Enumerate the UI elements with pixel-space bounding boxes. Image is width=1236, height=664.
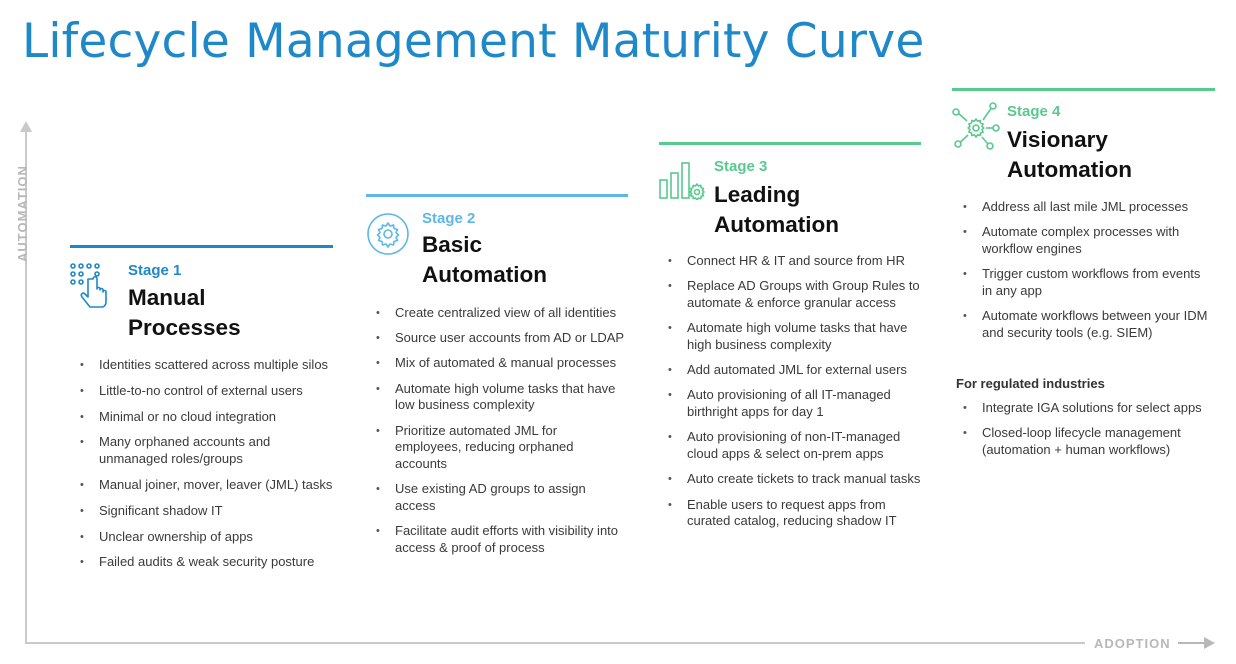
stage-4-regulated-list: Integrate IGA solutions for select apps … bbox=[963, 400, 1214, 467]
list-item: Connect HR & IT and source from HR bbox=[668, 253, 921, 270]
stage-2-number: Stage 2 bbox=[422, 210, 476, 227]
y-axis-label: AUTOMATION bbox=[15, 165, 30, 262]
gear-circle-icon bbox=[366, 212, 410, 261]
gear-network-icon bbox=[952, 102, 1000, 155]
list-item: Trigger custom workflows from events in … bbox=[963, 266, 1214, 300]
bar-chart-gear-icon bbox=[659, 160, 707, 205]
regulated-industries-heading: For regulated industries bbox=[956, 376, 1105, 391]
stage-3-card: Stage 3 Leading Automation Connect HR & … bbox=[659, 142, 921, 592]
stage-3-bar bbox=[659, 142, 921, 145]
list-item: Create centralized view of all identitie… bbox=[376, 305, 627, 322]
x-axis-line bbox=[25, 642, 1085, 644]
list-item: Auto provisioning of non-IT-managed clou… bbox=[668, 429, 921, 463]
stage-2-list: Create centralized view of all identitie… bbox=[376, 305, 627, 565]
list-item: Minimal or no cloud integration bbox=[80, 409, 333, 426]
stage-3-name: Leading Automation bbox=[714, 180, 839, 240]
stage-2-name: Basic Automation bbox=[422, 230, 547, 290]
stage-4-name: Visionary Automation bbox=[1007, 125, 1132, 185]
list-item: Significant shadow IT bbox=[80, 503, 333, 520]
stage-2-name-line1: Basic bbox=[422, 232, 483, 257]
stage-2-bar bbox=[366, 194, 628, 197]
list-item: Mix of automated & manual processes bbox=[376, 355, 627, 372]
y-axis-line bbox=[25, 130, 27, 643]
list-item: Automate workflows between your IDM and … bbox=[963, 308, 1214, 342]
list-item: Little-to-no control of external users bbox=[80, 383, 333, 400]
stage-1-card: Stage 1 Manual Processes Identities scat… bbox=[70, 245, 333, 615]
list-item: Many orphaned accounts and unmanaged rol… bbox=[80, 434, 333, 468]
list-item: Source user accounts from AD or LDAP bbox=[376, 330, 627, 347]
list-item: Prioritize automated JML for employees, … bbox=[376, 423, 627, 473]
list-item: Address all last mile JML processes bbox=[963, 199, 1214, 216]
stage-3-number: Stage 3 bbox=[714, 158, 768, 175]
x-axis-arrow-icon bbox=[1204, 637, 1215, 649]
stage-4-number: Stage 4 bbox=[1007, 103, 1061, 120]
list-item: Integrate IGA solutions for select apps bbox=[963, 400, 1214, 417]
list-item: Manual joiner, mover, leaver (JML) tasks bbox=[80, 477, 333, 494]
list-item: Closed-loop lifecycle management (automa… bbox=[963, 425, 1214, 459]
stage-4-name-line2: Automation bbox=[1007, 157, 1132, 182]
stage-4-list: Address all last mile JML processes Auto… bbox=[963, 199, 1214, 350]
stage-1-bar bbox=[70, 245, 333, 248]
list-item: Replace AD Groups with Group Rules to au… bbox=[668, 278, 921, 312]
stage-4-card: Stage 4 Visionary Automation Address all… bbox=[952, 88, 1215, 488]
stage-2-name-line2: Automation bbox=[422, 262, 547, 287]
x-axis-label: ADOPTION bbox=[1094, 636, 1171, 651]
stage-1-list: Identities scattered across multiple sil… bbox=[80, 357, 333, 580]
stage-4-name-line1: Visionary bbox=[1007, 127, 1108, 152]
list-item: Auto create tickets to track manual task… bbox=[668, 471, 921, 488]
list-item: Use existing AD groups to assign access bbox=[376, 481, 627, 515]
stage-1-name: Manual Processes bbox=[128, 283, 241, 343]
list-item: Automate complex processes with workflow… bbox=[963, 224, 1214, 258]
list-item: Facilitate audit efforts with visibility… bbox=[376, 523, 627, 557]
stage-3-name-line2: Automation bbox=[714, 212, 839, 237]
stage-1-number: Stage 1 bbox=[128, 262, 182, 279]
page-title: Lifecycle Management Maturity Curve bbox=[22, 14, 925, 69]
stage-1-name-line1: Manual bbox=[128, 285, 206, 310]
list-item: Add automated JML for external users bbox=[668, 362, 921, 379]
stage-2-card: Stage 2 Basic Automation Create centrali… bbox=[366, 194, 628, 614]
list-item: Failed audits & weak security posture bbox=[80, 554, 333, 571]
x-axis-arrow-line bbox=[1178, 642, 1206, 644]
list-item: Enable users to request apps from curate… bbox=[668, 497, 921, 531]
list-item: Automate high volume tasks that have low… bbox=[376, 381, 627, 415]
stage-3-name-line1: Leading bbox=[714, 182, 801, 207]
list-item: Automate high volume tasks that have hig… bbox=[668, 320, 921, 354]
hand-tap-grid-icon bbox=[70, 263, 116, 316]
list-item: Unclear ownership of apps bbox=[80, 529, 333, 546]
stage-1-name-line2: Processes bbox=[128, 315, 241, 340]
list-item: Identities scattered across multiple sil… bbox=[80, 357, 333, 374]
stage-3-list: Connect HR & IT and source from HR Repla… bbox=[668, 253, 921, 538]
y-axis-arrow-icon bbox=[20, 121, 32, 132]
stage-4-bar bbox=[952, 88, 1215, 91]
list-item: Auto provisioning of all IT-managed birt… bbox=[668, 387, 921, 421]
